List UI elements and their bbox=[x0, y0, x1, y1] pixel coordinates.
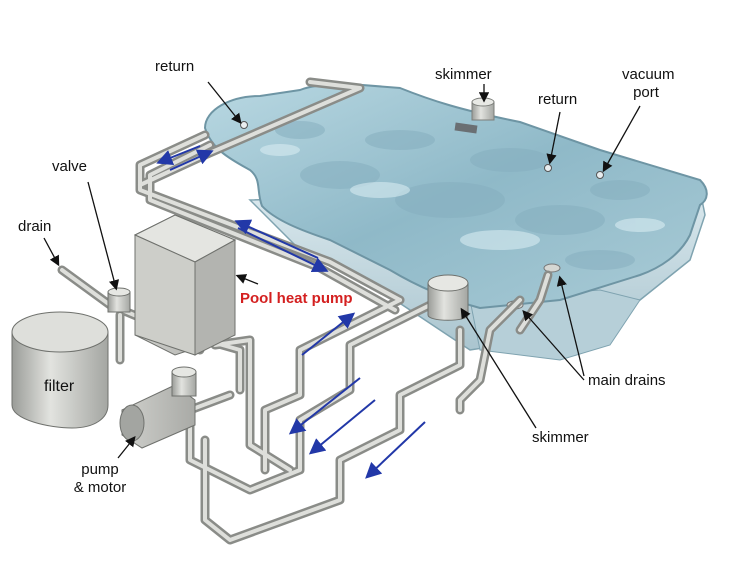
skimmer-bottom bbox=[427, 274, 469, 321]
water-highlights bbox=[260, 144, 665, 250]
label-pump-motor: pump & motor bbox=[58, 461, 142, 497]
label-vacuum-port: vacuum port bbox=[622, 66, 675, 102]
pump-motor bbox=[119, 366, 197, 449]
leader-lines bbox=[43, 81, 641, 459]
return-fitting-right bbox=[544, 164, 552, 172]
filter-tank bbox=[11, 311, 109, 429]
label-return-right: return bbox=[538, 91, 578, 108]
label-filter: filter bbox=[44, 378, 75, 395]
label-pool-heat-pump: Pool heat pump bbox=[240, 290, 353, 307]
label-vacuum-port-line1: vacuum bbox=[622, 66, 675, 83]
flow-arrows bbox=[156, 145, 426, 479]
label-skimmer-top: skimmer bbox=[435, 66, 492, 83]
label-vacuum-port-line2: port bbox=[633, 84, 659, 101]
valve bbox=[107, 287, 131, 313]
label-valve: valve bbox=[52, 158, 88, 175]
skimmer-top bbox=[471, 97, 495, 121]
label-return-left: return bbox=[155, 58, 195, 75]
main-drain-1 bbox=[543, 263, 561, 273]
label-pump-motor-line2: & motor bbox=[73, 479, 127, 496]
return-fitting-left bbox=[240, 121, 248, 129]
label-main-drains: main drains bbox=[588, 372, 666, 389]
label-drain: drain bbox=[18, 218, 52, 235]
label-skimmer-bottom: skimmer bbox=[532, 429, 589, 446]
pool-ladder-plate bbox=[454, 122, 478, 134]
vacuum-port bbox=[596, 171, 604, 179]
water-texture bbox=[275, 121, 650, 270]
heat-pump-unit bbox=[133, 214, 237, 356]
label-pump-motor-line1: pump bbox=[81, 461, 119, 478]
